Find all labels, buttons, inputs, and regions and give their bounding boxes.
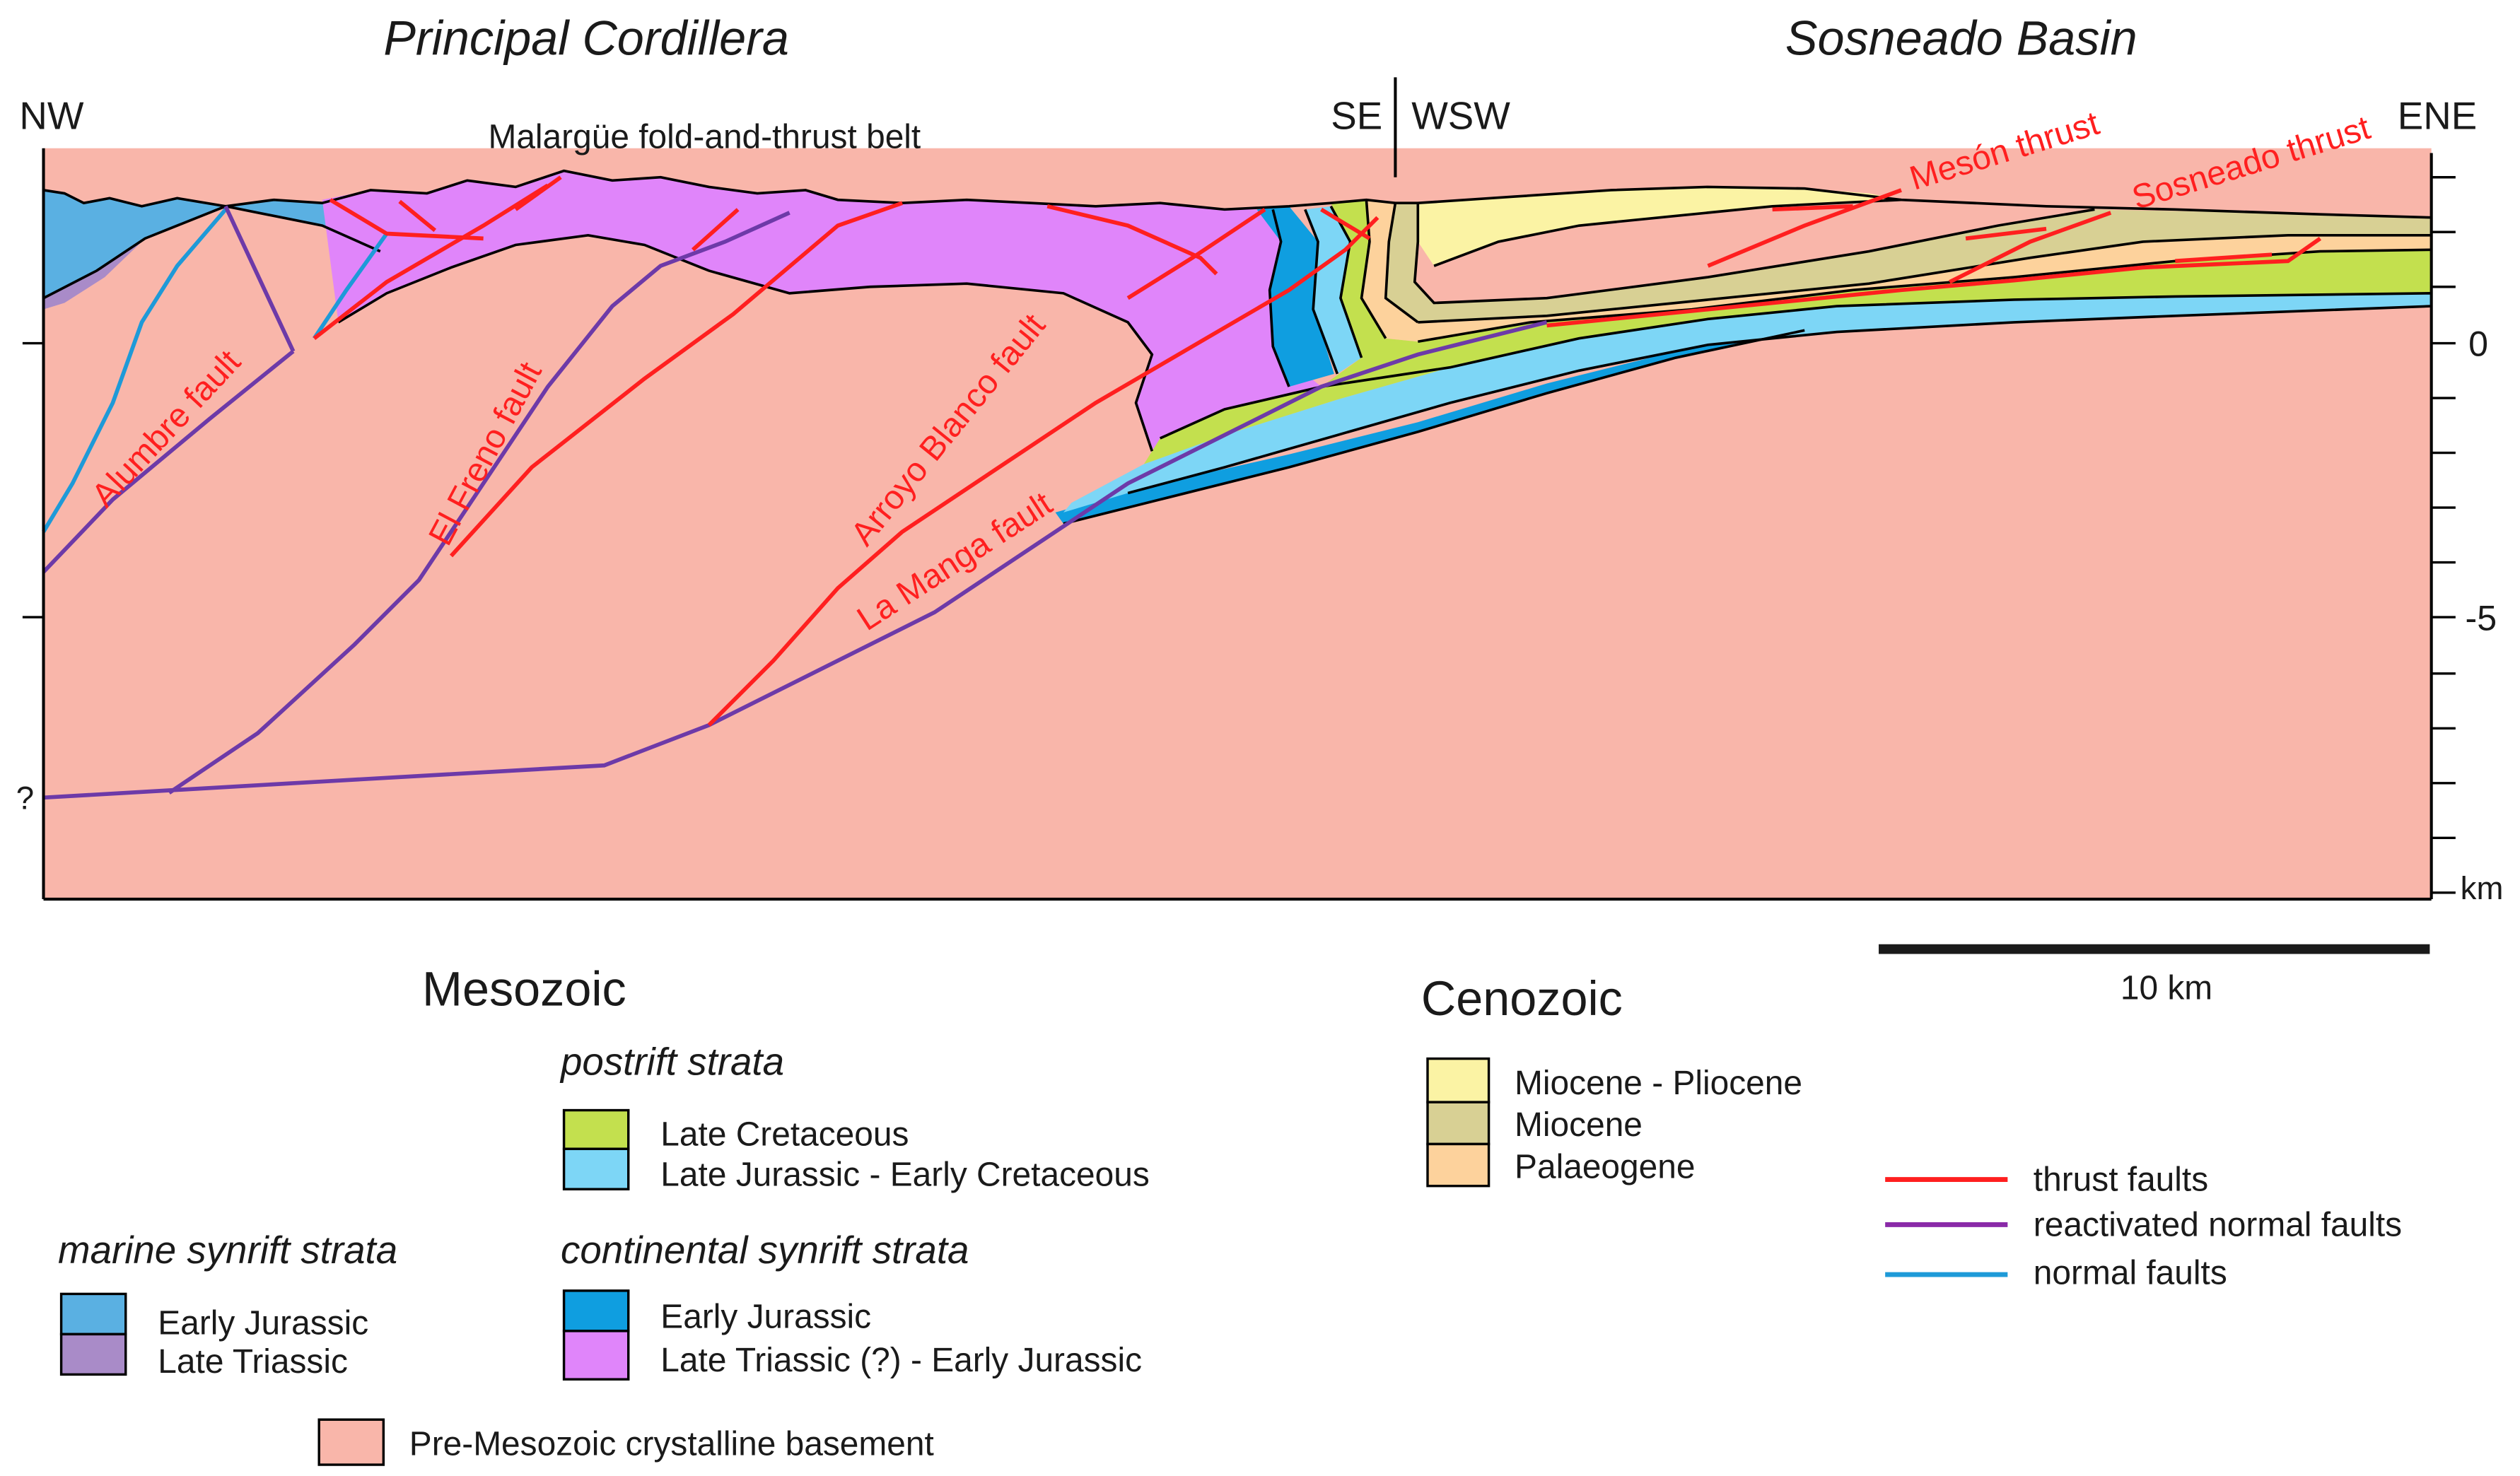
depth-ticks <box>22 176 2456 894</box>
legend-label-basement: Pre-Mesozoic crystalline basement <box>409 1425 934 1463</box>
continental-late-triassic-unit <box>322 170 1322 452</box>
continental-synrift-title: continental synrift strata <box>561 1228 969 1272</box>
scale-bar-label: 10 km <box>2121 969 2212 1007</box>
depth-zero-label: 0 <box>2468 324 2488 364</box>
se-label: SE <box>1331 93 1382 137</box>
legend-label-marine-early-jurassic: Early Jurassic <box>158 1304 368 1342</box>
legend-swatch-continental-late-triassic <box>562 1330 630 1381</box>
marine-late-triassic-unit <box>43 241 142 310</box>
legend-swatch-miocene-pliocene <box>1426 1057 1491 1103</box>
nw-label: NW <box>19 93 83 137</box>
palaeogene-unit <box>1361 199 2432 342</box>
miocene-unit <box>1385 203 2432 322</box>
legend-swatch-palaeogene <box>1426 1142 1491 1188</box>
marine-synrift-title: marine synrift strata <box>58 1228 397 1272</box>
wsw-label: WSW <box>1411 93 1510 137</box>
marine-early-jurassic-unit <box>43 189 387 298</box>
legend-swatch-late-jurassic-early-cretaceous <box>562 1147 630 1190</box>
cenozoic-heading: Cenozoic <box>1421 972 1623 1026</box>
ene-label: ENE <box>2398 93 2477 137</box>
stratigraphic-contacts <box>42 169 2432 525</box>
belt-label: Malargüe fold-and-thrust belt <box>488 119 921 156</box>
normal-faults <box>42 208 389 533</box>
depth-five-label: -5 <box>2466 598 2497 638</box>
legend-swatch-marine-early-jurassic <box>59 1292 127 1336</box>
legend-swatch-basement <box>317 1418 385 1466</box>
legend-swatch-miocene <box>1426 1101 1491 1146</box>
legend-label-late-jurassic-early-cretaceous: Late Jurassic - Early Cretaceous <box>660 1156 1149 1194</box>
thrust-faults <box>313 175 2322 727</box>
miocene-pliocene-unit <box>1418 187 1901 266</box>
sosneado-basin-title: Sosneado Basin <box>1785 11 2137 65</box>
mesozoic-heading: Mesozoic <box>422 962 626 1016</box>
continental-early-jurassic-unit <box>1256 206 1334 387</box>
postrift-title: postrift strata <box>559 1039 784 1083</box>
legend-label-continental-late-triassic: Late Triassic (?) - Early Jurassic <box>660 1342 1142 1379</box>
legend-label-miocene: Miocene <box>1515 1106 1643 1144</box>
reactivated-normal-faults <box>42 205 1548 800</box>
legend-swatch-continental-early-jurassic <box>562 1289 630 1332</box>
section-frame <box>42 77 2433 901</box>
legend-swatch-late-cretaceous <box>562 1108 630 1150</box>
legend-swatch-marine-late-triassic <box>59 1332 127 1376</box>
legend-label-palaeogene: Palaeogene <box>1515 1148 1695 1185</box>
legend-label-marine-late-triassic: Late Triassic <box>158 1343 348 1381</box>
legend-label-normal: normal faults <box>2034 1255 2227 1292</box>
depth-unit-label: km <box>2461 870 2504 906</box>
legend-label-reactivated: reactivated normal faults <box>2034 1206 2402 1243</box>
legend: Mesozoic Cenozoic postrift strata Late C… <box>58 962 2402 1466</box>
legend-label-late-cretaceous: Late Cretaceous <box>660 1116 909 1154</box>
query-label: ? <box>16 780 34 816</box>
legend-label-continental-early-jurassic: Early Jurassic <box>660 1298 871 1335</box>
postrift-late-jurassic-unit <box>1063 206 2432 512</box>
principal-cordillera-title: Principal Cordillera <box>383 11 789 65</box>
legend-label-miocene-pliocene: Miocene - Pliocene <box>1515 1065 1802 1102</box>
cross-section <box>22 77 2456 901</box>
legend-label-thrust: thrust faults <box>2034 1161 2208 1199</box>
